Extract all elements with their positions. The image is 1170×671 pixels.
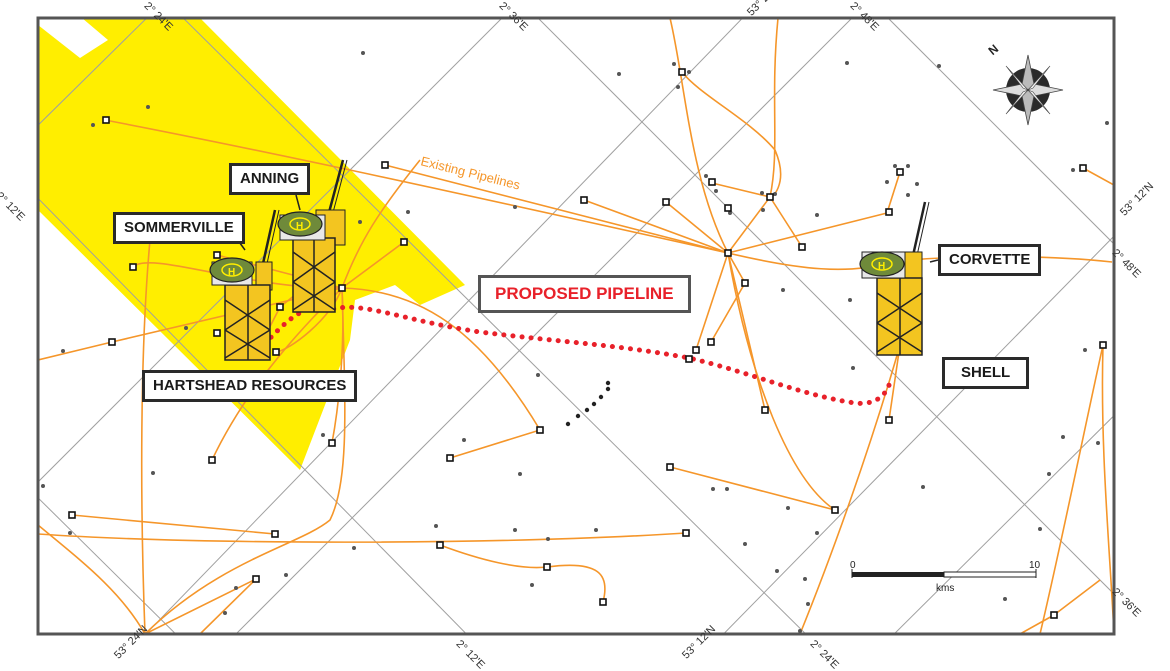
label-anning: ANNING (229, 163, 311, 195)
scale-bar: 0 10 kms (850, 560, 1041, 594)
platform-corvette: H (859, 201, 930, 356)
scale-min: 0 (850, 560, 856, 571)
label-shell: SHELL (942, 357, 1030, 389)
label-hartshead-resources: HARTSHEAD RESOURCES (142, 370, 358, 402)
svg-text:H: H (296, 221, 303, 232)
compass-rose: N (986, 42, 1064, 126)
license-area (38, 18, 465, 470)
svg-text:H: H (878, 261, 885, 272)
platform-anning: H (277, 159, 348, 313)
well-dots (41, 51, 1109, 633)
platform-sommerville: H (209, 209, 280, 361)
map-frame (36, 16, 1116, 636)
svg-text:H: H (228, 267, 235, 278)
label-proposed-pipeline: PROPOSED PIPELINE (478, 275, 691, 313)
scale-max: 10 (1029, 560, 1041, 571)
label-sommerville: SOMMERVILLE (113, 212, 245, 244)
scale-unit: kms (936, 583, 954, 594)
well-cluster (565, 380, 611, 427)
label-corvette: CORVETTE (938, 244, 1042, 276)
